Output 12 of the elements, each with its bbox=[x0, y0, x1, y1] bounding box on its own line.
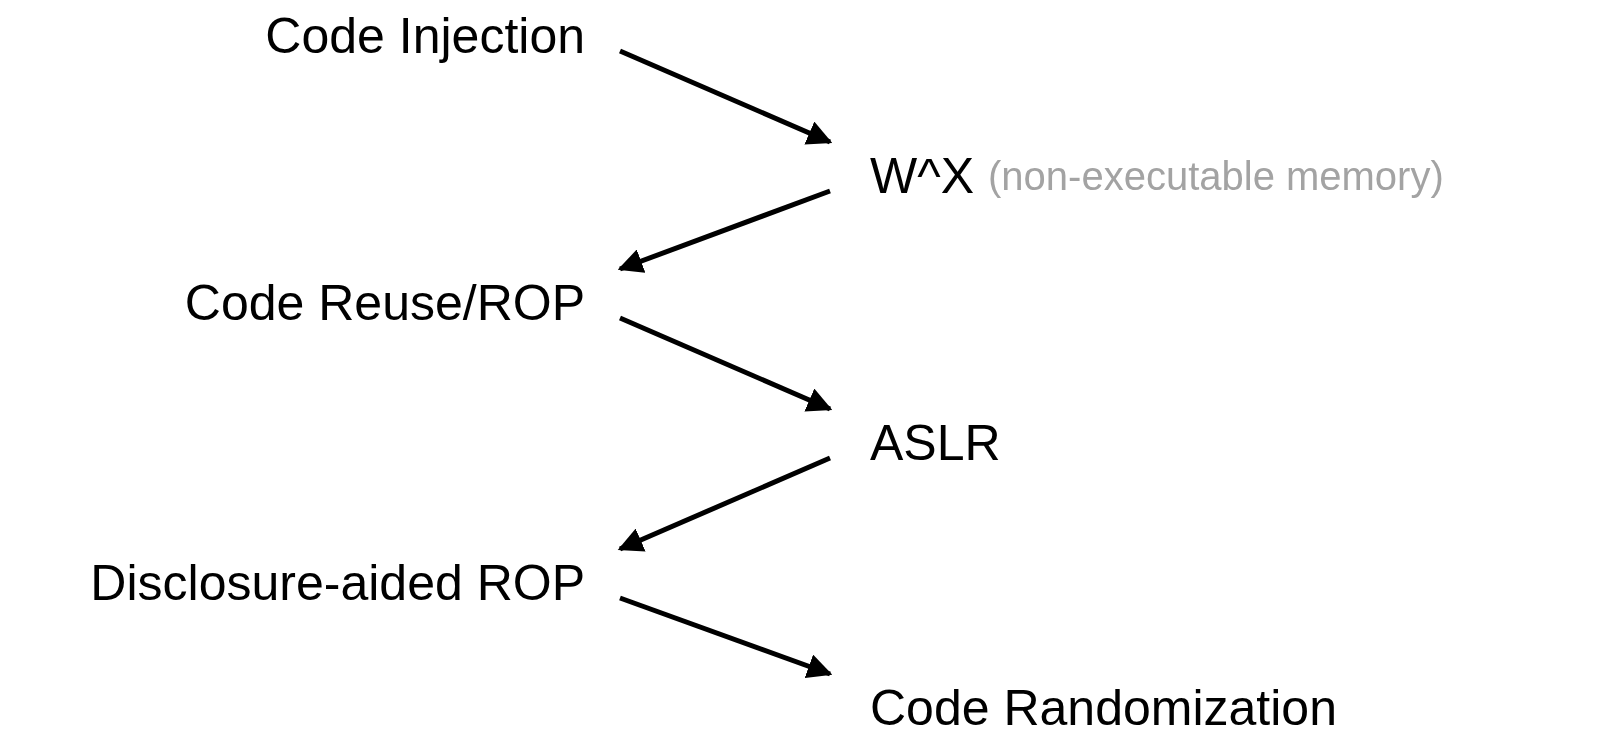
node-label: Code Reuse/ROP bbox=[184, 274, 585, 333]
arrow bbox=[619, 595, 833, 679]
node-label: Code Injection bbox=[265, 7, 585, 66]
node-label: Code Randomization bbox=[870, 679, 1337, 738]
annotation-text: (non-executable memory) bbox=[988, 153, 1444, 200]
node-label: Disclosure-aided ROP bbox=[90, 554, 585, 613]
arrow bbox=[619, 48, 833, 145]
arrow bbox=[617, 455, 831, 552]
node-label: W^X bbox=[870, 147, 974, 206]
node-label: ASLR bbox=[870, 414, 1001, 473]
arrow bbox=[617, 188, 831, 273]
arrow bbox=[619, 315, 833, 412]
